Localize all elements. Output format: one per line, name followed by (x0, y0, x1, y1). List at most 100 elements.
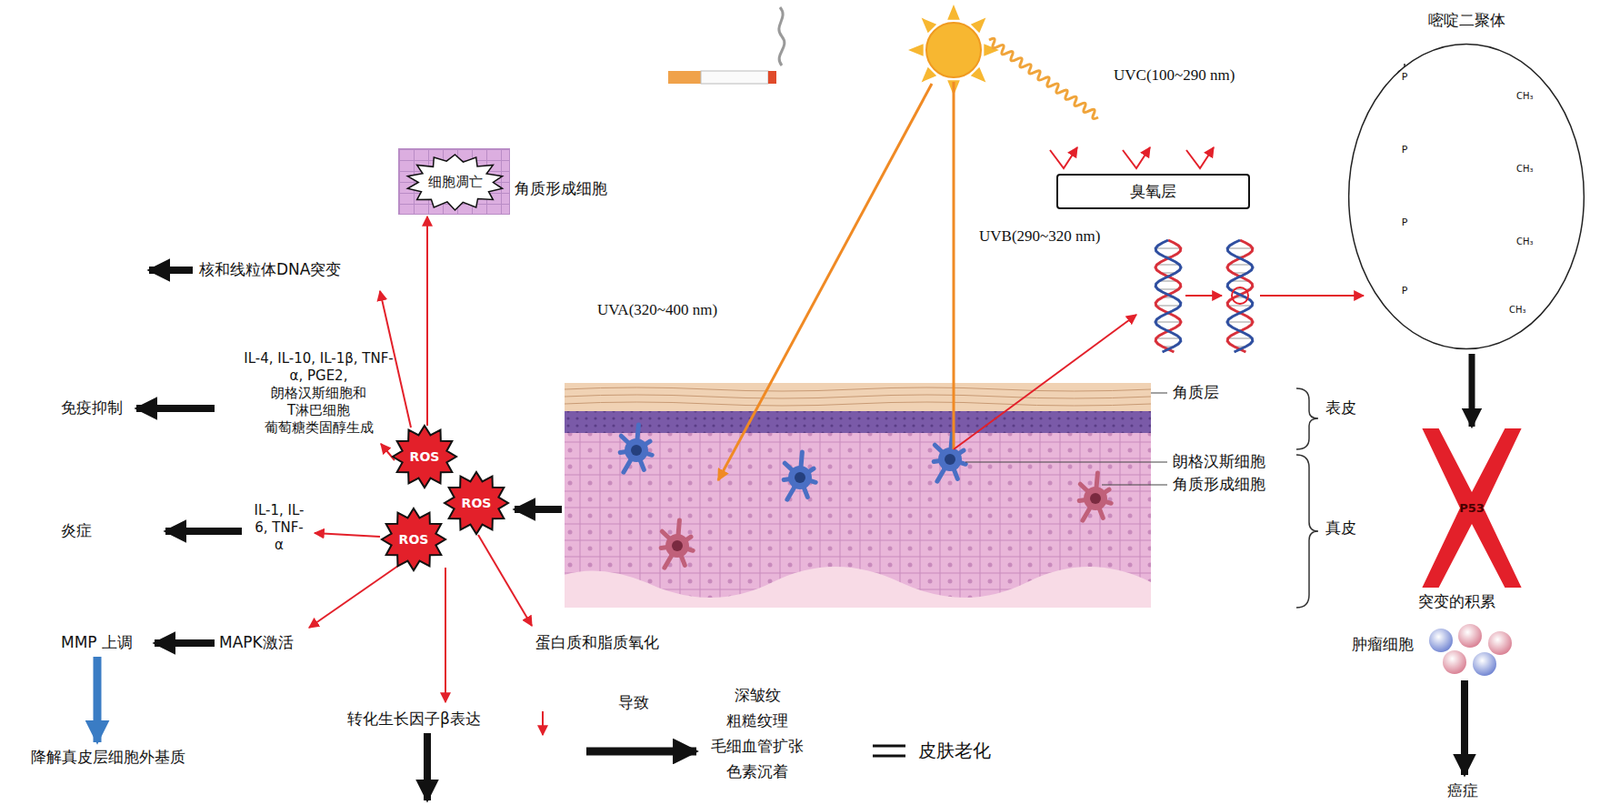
ros-outline (381, 508, 446, 570)
methyl-label: CH₃ (1516, 90, 1534, 102)
methyl-label: CH₃ (1516, 162, 1534, 175)
dna-strand (1155, 240, 1181, 352)
text-label: MAPK激活 (219, 632, 294, 652)
black-arrow (136, 404, 215, 412)
base-pair (1156, 305, 1181, 307)
uvb-ray (953, 314, 1137, 450)
text-label: MMP 上调 (60, 632, 133, 652)
leader-line (1150, 392, 1168, 394)
red-arrow (380, 443, 395, 460)
dna-strand (1155, 240, 1181, 352)
dimer-ellipse: 嘧啶二聚体 (1346, 40, 1587, 352)
text-label: 转化生长因子β表达 (347, 709, 481, 729)
p53-cross: P53 (1412, 428, 1531, 588)
leader-line (965, 461, 1168, 463)
methyl-label: CH₃ (1516, 235, 1534, 248)
cross-shape (1421, 428, 1521, 588)
sun-ray (908, 43, 924, 57)
equals-sign (872, 744, 906, 748)
cigarette-ember (768, 70, 777, 84)
cell-nucleus (794, 471, 806, 483)
uva-ray (718, 83, 932, 480)
text-label: 朗格汉斯细胞 (1172, 451, 1266, 471)
sun-ray (970, 18, 987, 34)
tumor-cell (1442, 650, 1467, 674)
sun-ray (921, 18, 938, 34)
corneum-line (564, 387, 1151, 391)
brace (1296, 388, 1319, 450)
epidermis-cells (564, 432, 1151, 598)
text-label: IL-1, IL-6, TNF-α (250, 501, 308, 554)
lesion-mark (1231, 287, 1249, 304)
connector-arrow (426, 216, 429, 426)
cigarette-filter (668, 70, 701, 84)
node-heading: 角质形成细胞 (514, 178, 608, 200)
cell-body (788, 465, 812, 490)
text-label: 真皮 (1325, 518, 1357, 538)
dermis (564, 432, 1151, 608)
brace (1296, 454, 1319, 608)
burst-label: 细胞凋亡 (428, 173, 483, 191)
text-label: UVA(320~400 nm) (597, 300, 718, 320)
ellipse-shape (1346, 40, 1587, 352)
text-label: UVB(290~320 nm) (979, 226, 1100, 246)
cigarette (668, 7, 785, 84)
ozone-box: 臭氧层 (1056, 173, 1250, 210)
red-arrow (541, 710, 544, 735)
cigarette-paper (700, 70, 769, 84)
tumor-cell (1429, 628, 1453, 652)
text-label: 肿瘤细胞 (1351, 634, 1414, 654)
reflections (1050, 147, 1214, 169)
phosphate-label: P (1396, 215, 1413, 230)
tumor-cells (1429, 623, 1512, 676)
skin-section (564, 382, 1151, 608)
black-arrow (149, 266, 193, 274)
gene-label: P53 (1459, 500, 1485, 515)
base-pair (1229, 264, 1252, 266)
dna-strand (1227, 240, 1253, 352)
tumor-cell (1472, 651, 1497, 676)
cell-body (665, 533, 690, 558)
text-label: UVC(100~290 nm) (1113, 65, 1235, 85)
base-pair (1156, 338, 1181, 340)
cell-nucleus (671, 540, 683, 551)
dna-strand (1227, 240, 1253, 352)
base-pair (1228, 305, 1253, 307)
ros-outline (392, 425, 457, 488)
ros-label: ROS (410, 449, 440, 464)
stratum-corneum (564, 382, 1151, 411)
text-label: 核和线粒体DNA突变 (199, 260, 341, 280)
base-pair (1227, 321, 1253, 323)
reflect-arrow (1186, 147, 1214, 169)
text-label: 蛋白质和脂质氧化 (535, 632, 660, 652)
text-label: 导致 (618, 692, 650, 712)
methyl-label: CH₃ (1509, 303, 1527, 316)
sun-ray (921, 67, 938, 83)
dna-helices (1155, 240, 1253, 352)
red-arrow (1260, 294, 1364, 297)
box-label: 臭氧层 (1130, 180, 1177, 202)
smoke (779, 7, 785, 66)
corneum-line (564, 394, 1151, 399)
phosphate-label: P (1396, 283, 1413, 299)
reflect-arrow (1122, 147, 1150, 169)
uvb-ray (952, 81, 956, 450)
blue-arrow (93, 656, 102, 742)
burst-outline (407, 154, 502, 210)
red-arrow (478, 534, 532, 626)
text-label: 深皱纹 粗糙纹理 毛细血管扩张 色素沉着 (704, 681, 810, 784)
uvc-wave (989, 38, 1099, 119)
text-label: 角质层 (1172, 382, 1220, 402)
ellipse-outline (1349, 43, 1585, 349)
ros-burst: ROS (444, 471, 509, 534)
black-arrow (586, 747, 697, 756)
tumor-cell (1458, 623, 1482, 648)
text-label: 降解真皮层细胞外基质 (30, 747, 186, 767)
corneum-line (564, 401, 1151, 406)
skin-cells (620, 424, 1111, 568)
reflect-arrow (1050, 147, 1078, 169)
red-arrow (444, 567, 447, 702)
